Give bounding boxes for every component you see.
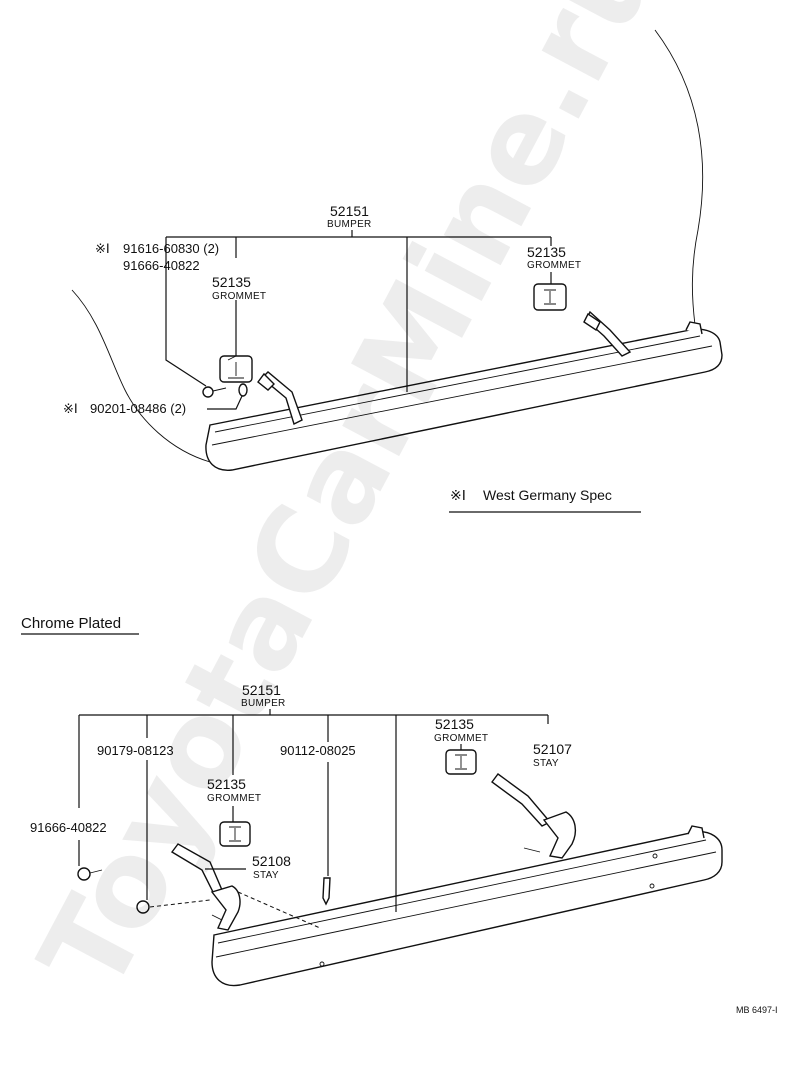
bottom-stay-right-name: STAY [533,758,559,769]
bottom-grommet-left-name: GROMMET [207,793,261,804]
section-title: Chrome Plated [21,615,121,632]
bottom-stay-right-number: 52107 [533,741,572,757]
top-stay-right [583,310,632,357]
top-vehicle-body-outline [71,29,704,463]
top-bolt-mark: ※Ⅰ [95,241,110,256]
bottom-clip-ref: 90179-08123 [97,743,174,758]
note-mark: ※Ⅰ [450,487,466,503]
top-leader-lines [165,230,552,410]
bottom-screw-ref: 90112-08025 [280,743,356,758]
bottom-bumper [211,825,723,987]
top-bolt [202,386,227,398]
top-washer [238,383,248,397]
top-grommet-right-name: GROMMET [527,260,581,271]
top-grommet-left-number: 52135 [212,274,251,290]
top-bolt-ref: 91616-60830 (2) [123,241,219,256]
bottom-grommet-left-number: 52135 [207,776,246,792]
bottom-screw [322,877,331,906]
top-grommet-right-shape [533,283,567,311]
bottom-grommet-right-number: 52135 [435,716,474,732]
bottom-stay-right [491,773,577,859]
top-nut-ref: 91666-40822 [123,258,200,273]
top-bumper-name: BUMPER [327,219,372,230]
top-washer-ref: 90201-08486 (2) [90,401,186,416]
drawing-code: MB 6497-I [736,1005,778,1015]
top-stay-left [257,371,303,425]
bottom-nut-ref: 91666-40822 [30,820,107,835]
bottom-grommet-left-shape [219,821,251,847]
bottom-grommet-right-name: GROMMET [434,733,488,744]
bottom-clip [136,900,150,914]
bottom-nut [77,867,103,881]
top-washer-mark: ※Ⅰ [63,401,78,416]
note-text: West Germany Spec [483,487,612,503]
bottom-bumper-number: 52151 [242,682,281,698]
top-grommet-right-number: 52135 [527,244,566,260]
bottom-stay-left-number: 52108 [252,853,291,869]
top-grommet-left-shape [219,355,253,383]
bottom-bumper-name: BUMPER [241,698,286,709]
top-bumper-number: 52151 [330,203,369,219]
bottom-stay-left-name: STAY [253,870,279,881]
bottom-leader-lines [78,709,549,929]
top-grommet-left-name: GROMMET [212,291,266,302]
bottom-grommet-right-shape [445,749,477,775]
bottom-stay-left [170,843,241,931]
